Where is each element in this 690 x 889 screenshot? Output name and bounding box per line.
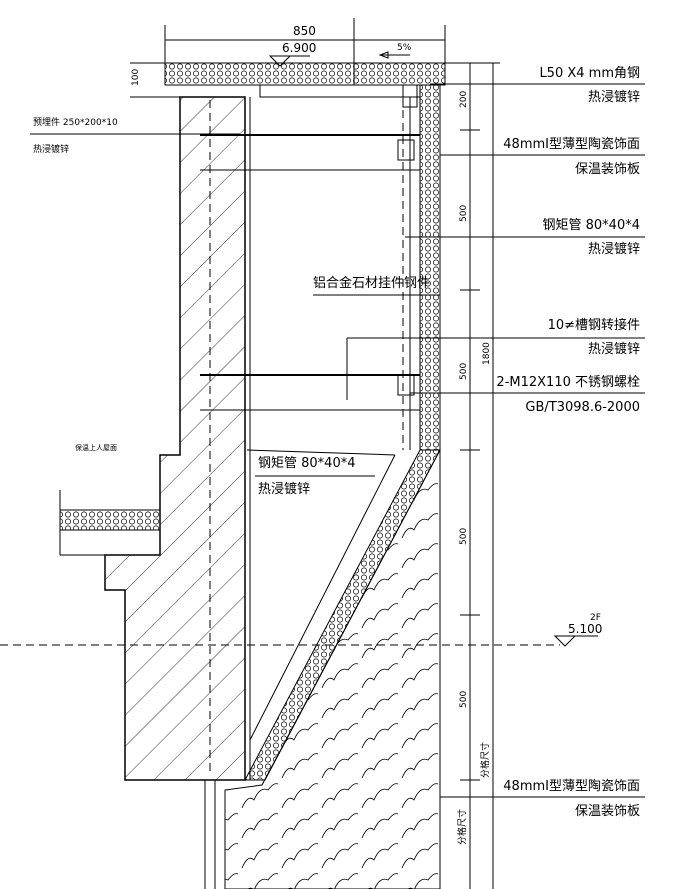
right-labels: L50 X4 mm角钢 热浸镀锌 48mmI型薄型陶瓷饰面 保温装饰板 钢矩管 … xyxy=(347,66,645,819)
embed-galv-label: 热浸镀锌 xyxy=(33,143,69,155)
label-bolt: 2-M12X110 不锈钢螺栓 xyxy=(496,375,640,390)
roof-label: 保温上人屋面 xyxy=(75,443,117,452)
label-insulation-board: 保温装饰板 xyxy=(575,804,640,819)
dim-100: 100 xyxy=(131,69,141,86)
top-dimension: 850 xyxy=(164,24,446,63)
steel-frame xyxy=(200,84,420,780)
floor-elevation: 5.100 xyxy=(568,622,602,636)
right-dimensions: 200 500 500 500 500 1800 分格尺寸 分格尺寸 xyxy=(445,62,500,889)
label-insulation-board: 保温装饰板 xyxy=(575,162,640,177)
tube-label: 钢矩管 80*40*4 xyxy=(258,456,356,471)
embed-label: 预埋件 250*200*10 xyxy=(33,116,118,128)
roof-deck xyxy=(59,509,161,531)
left-labels: 预埋件 250*200*10 热浸镀锌 保温上人屋面 xyxy=(30,116,240,452)
slope-text: 5% xyxy=(397,43,412,53)
tube-galv-label: 热浸镀锌 xyxy=(258,481,310,497)
grid-size-label: 分格尺寸 xyxy=(479,742,491,778)
stone-base xyxy=(224,449,441,889)
label-galv: 热浸镀锌 xyxy=(588,341,640,357)
roof-insulation xyxy=(164,62,446,86)
floor-label: 2F xyxy=(590,613,601,623)
concrete-wall xyxy=(104,96,246,781)
cladding-panel-vertical xyxy=(419,84,441,451)
center-labels: 铝合金石材挂件钢件 钢矩管 80*40*4 热浸镀锌 xyxy=(255,275,440,497)
dim-500: 500 xyxy=(459,528,469,545)
grid-size-label: 分格尺寸 xyxy=(456,809,468,845)
label-channel-connector: 10≠槽钢转接件 xyxy=(548,317,640,333)
label-galv: 热浸镀锌 xyxy=(588,89,640,105)
label-standard: GB/T3098.6-2000 xyxy=(525,400,640,415)
label-ceramic-panel: 48mmI型薄型陶瓷饰面 xyxy=(503,136,640,152)
dim-200: 200 xyxy=(459,91,469,108)
label-angle-steel: L50 X4 mm角钢 xyxy=(539,66,640,81)
dim-500: 500 xyxy=(459,691,469,708)
label-galv: 热浸镀锌 xyxy=(588,241,640,257)
label-steel-tube: 钢矩管 80*40*4 xyxy=(543,218,641,233)
roof-elevation: 6.900 xyxy=(282,41,316,55)
floor-elevation-mark: 5.100 2F xyxy=(553,613,602,647)
dim-500: 500 xyxy=(459,363,469,380)
label-ceramic-panel: 48mmI型薄型陶瓷饰面 xyxy=(503,778,640,794)
dim-850: 850 xyxy=(293,24,316,38)
dim-1800: 1800 xyxy=(482,342,492,365)
dim-500: 500 xyxy=(459,205,469,222)
roof-elevation-mark: 6.900 xyxy=(268,41,316,67)
hanger-label: 铝合金石材挂件钢件 xyxy=(313,275,430,291)
